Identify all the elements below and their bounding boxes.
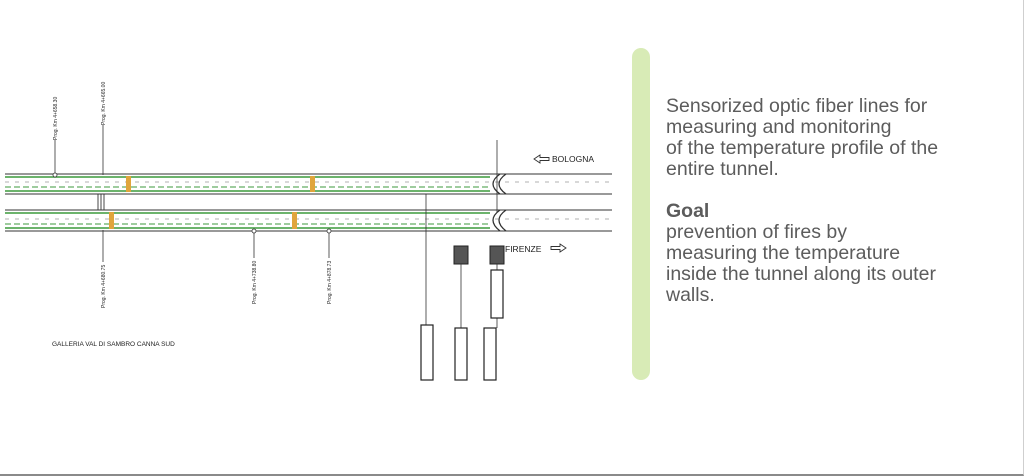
chainage-label: Prog. Km 4+878.73 xyxy=(327,261,333,304)
sensor-marker xyxy=(126,176,131,192)
direction-south-label: FIRENZE xyxy=(505,244,542,254)
sensor-marker xyxy=(310,176,315,192)
sensor-marker xyxy=(109,212,114,229)
equipment-boxes xyxy=(420,245,505,381)
upper-tunnel-bore xyxy=(5,173,612,195)
chainage-label: Prog. Km 4+658.30 xyxy=(53,97,59,140)
cross-passage xyxy=(97,194,105,210)
description-panel: Sensorized optic fiber lines for measuri… xyxy=(666,96,1011,306)
tunnel-plan-drawing: BOLOGNA FIRENZE Prog. Km 4+658.30 Prog. … xyxy=(5,82,612,381)
arrow-right-icon xyxy=(550,243,567,253)
sensor-markers xyxy=(109,176,315,229)
direction-north-label: BOLOGNA xyxy=(552,154,594,164)
lower-tunnel-bore xyxy=(5,209,612,232)
arrow-left-icon xyxy=(533,154,550,164)
goal-text: prevention of fires by measuring the tem… xyxy=(666,221,936,306)
goal-title: Goal xyxy=(666,200,710,222)
chainage-label: Prog. Km 4+665.00 xyxy=(101,82,107,125)
chainage-label: Prog. Km 4+738.80 xyxy=(252,261,258,304)
tunnel-name-label: GALLERIA VAL DI SAMBRO CANNA SUD xyxy=(52,341,175,348)
tunnel-portals xyxy=(492,140,507,232)
accent-bar xyxy=(632,48,650,380)
sensor-marker xyxy=(292,212,297,229)
chainage-label: Prog. Km 4+680.75 xyxy=(101,265,107,308)
chainage-leaders xyxy=(52,125,427,325)
intro-text: Sensorized optic fiber lines for measuri… xyxy=(666,95,939,180)
